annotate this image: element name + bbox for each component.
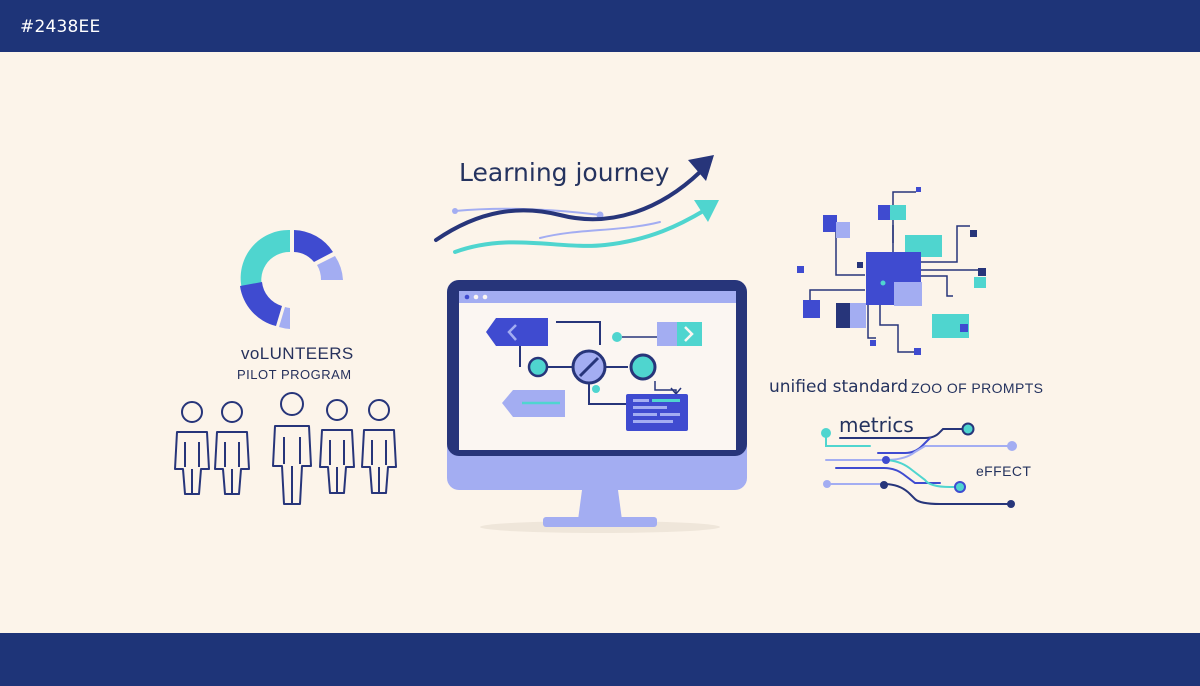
unified-standard-label: unified standard xyxy=(769,377,909,397)
pilot-program-label: PILOT PROGRAM xyxy=(237,367,352,382)
metrics-title: metrics xyxy=(839,413,914,437)
donut-icon xyxy=(240,229,343,329)
person-icon xyxy=(174,392,397,505)
flowchart-icon xyxy=(486,318,702,431)
zoo-of-prompts-label: ZOO OF PROMPTS xyxy=(911,380,1044,396)
effect-label: eFFECT xyxy=(976,463,1032,479)
volunteers-title: voLUNTEERS xyxy=(241,344,354,363)
header-bar: #2438EE xyxy=(0,0,1200,52)
monitor-icon xyxy=(447,280,747,533)
journey-arrow-icon xyxy=(434,155,719,254)
learning-journey-title: Learning journey xyxy=(459,158,670,187)
header-hex-label: #2438EE xyxy=(20,17,101,37)
circuit-icon xyxy=(821,422,1017,508)
network-icon xyxy=(797,187,986,355)
footer-bar xyxy=(0,633,1200,686)
